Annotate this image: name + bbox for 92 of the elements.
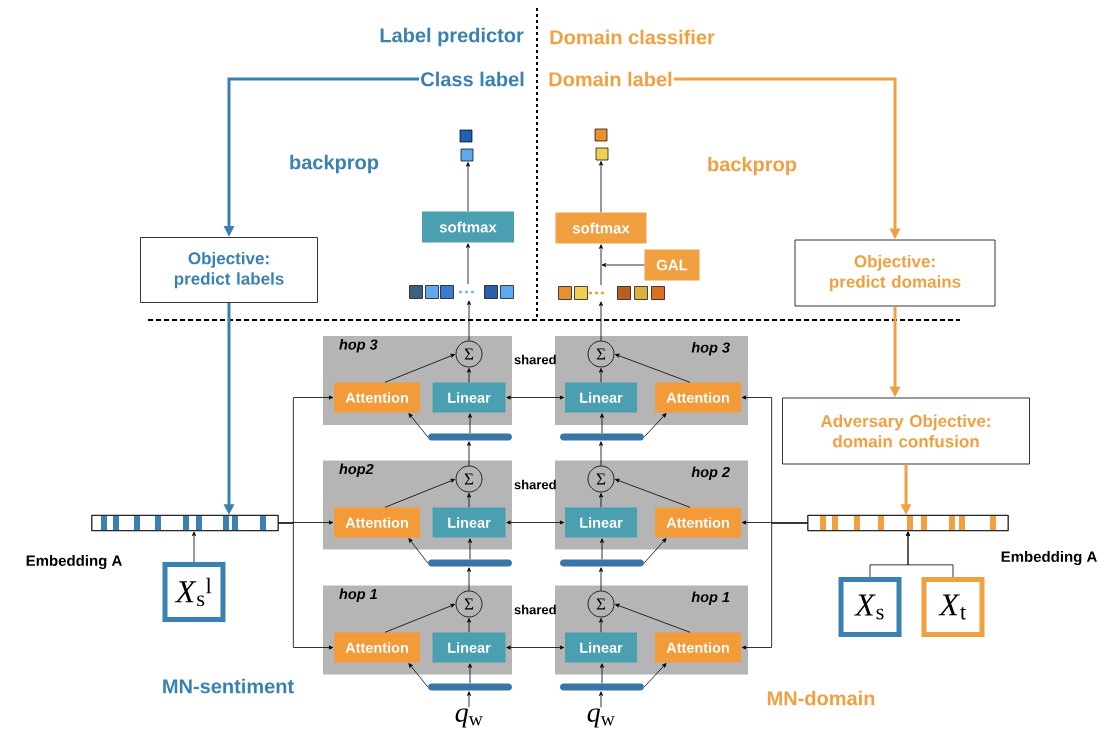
arrow <box>408 413 429 438</box>
arrow <box>467 300 471 341</box>
input-box: X$_{t}$ <box>921 577 985 637</box>
linear-box: Linear <box>432 382 506 413</box>
arrow <box>599 441 603 466</box>
memory-bar <box>560 433 644 441</box>
memory-bar <box>560 559 644 567</box>
linear-box: Linear <box>432 632 506 663</box>
heading-text: Domain classifier <box>550 29 715 45</box>
arrow <box>384 603 456 633</box>
arrow <box>506 645 565 650</box>
module-title: MN-domain <box>767 690 875 706</box>
softmax-box: softmax <box>422 211 514 243</box>
linear-box: Linear <box>565 507 637 538</box>
linear-box: Linear <box>565 632 637 663</box>
arrow <box>599 691 603 708</box>
arrow <box>643 663 667 688</box>
arrow <box>600 413 604 434</box>
arrow <box>600 663 604 684</box>
arrow <box>599 301 603 341</box>
arrow <box>615 478 691 508</box>
input-box: X$_{s}$ <box>838 577 902 637</box>
linear-box: Linear <box>565 382 637 413</box>
attention-box: Attention <box>655 382 741 413</box>
memory-bar <box>428 683 512 691</box>
edge-label: shared <box>514 354 556 365</box>
arrow <box>643 538 667 564</box>
arrow <box>467 567 471 591</box>
arrow <box>192 531 196 563</box>
arrow <box>467 368 471 383</box>
arrow <box>615 353 691 383</box>
feature-vector <box>409 285 514 299</box>
query-symbol: q$_{w}$ <box>455 708 483 728</box>
input-box: X$_{s}$$^{l}$ <box>162 562 226 622</box>
arrow <box>906 531 954 578</box>
arrow <box>468 538 472 560</box>
arrow <box>599 161 603 213</box>
linear-box: Linear <box>432 507 506 538</box>
arrow <box>601 263 645 267</box>
arrow <box>468 663 472 684</box>
arrow <box>467 618 471 633</box>
query-symbol: q$_{w}$ <box>587 708 615 728</box>
arrow <box>468 413 472 434</box>
attention-box: Attention <box>334 632 420 663</box>
arrow <box>599 618 603 633</box>
arrow <box>408 663 429 688</box>
arrow <box>408 538 429 564</box>
attention-box: Attention <box>655 507 741 538</box>
feature-vector <box>558 286 665 300</box>
arrow <box>506 395 565 400</box>
gal-box: GAL <box>644 249 700 281</box>
embedding-vector <box>807 514 1009 532</box>
module-title: MN-sentiment <box>163 678 294 694</box>
arrow <box>599 567 603 591</box>
arrow <box>599 368 603 383</box>
arrow <box>506 520 565 525</box>
arrow <box>599 244 603 286</box>
output-squares <box>459 129 474 162</box>
caption-text: Embedding A <box>26 555 122 570</box>
arrow <box>384 478 456 508</box>
attention-box: Attention <box>334 507 420 538</box>
memory-bar <box>428 559 512 567</box>
arrow <box>277 522 334 650</box>
caption-text: Embedding A <box>1001 551 1097 566</box>
arrow <box>615 603 691 633</box>
arrow <box>467 691 471 708</box>
arrow <box>599 493 603 508</box>
arrow <box>643 413 667 438</box>
arrow <box>741 522 809 650</box>
objective-box: Objective: predict domains <box>794 239 996 307</box>
backprop-text: backprop <box>290 154 379 174</box>
attention-box: Attention <box>334 382 420 413</box>
objective-box: Adversary Objective: domain confusion <box>782 397 1030 465</box>
arrow <box>466 162 470 212</box>
label-text: Domain label <box>549 71 672 87</box>
label-text: Class label <box>421 71 524 87</box>
softmax-box: softmax <box>555 212 647 244</box>
memory-bar <box>560 683 644 691</box>
arrow <box>466 243 470 285</box>
edge-label: shared <box>514 479 556 490</box>
arrow <box>600 538 604 560</box>
heading-text: Label predictor <box>380 27 524 47</box>
arrow <box>467 441 471 466</box>
edge-label: shared <box>514 604 556 615</box>
output-squares <box>594 128 609 161</box>
backprop-text: backprop <box>708 156 797 176</box>
arrow <box>384 353 456 383</box>
memory-bar <box>428 433 512 441</box>
attention-box: Attention <box>655 632 741 663</box>
embedding-vector <box>91 514 279 532</box>
objective-box: Objective: predict labels <box>140 237 318 303</box>
arrow <box>467 493 471 508</box>
